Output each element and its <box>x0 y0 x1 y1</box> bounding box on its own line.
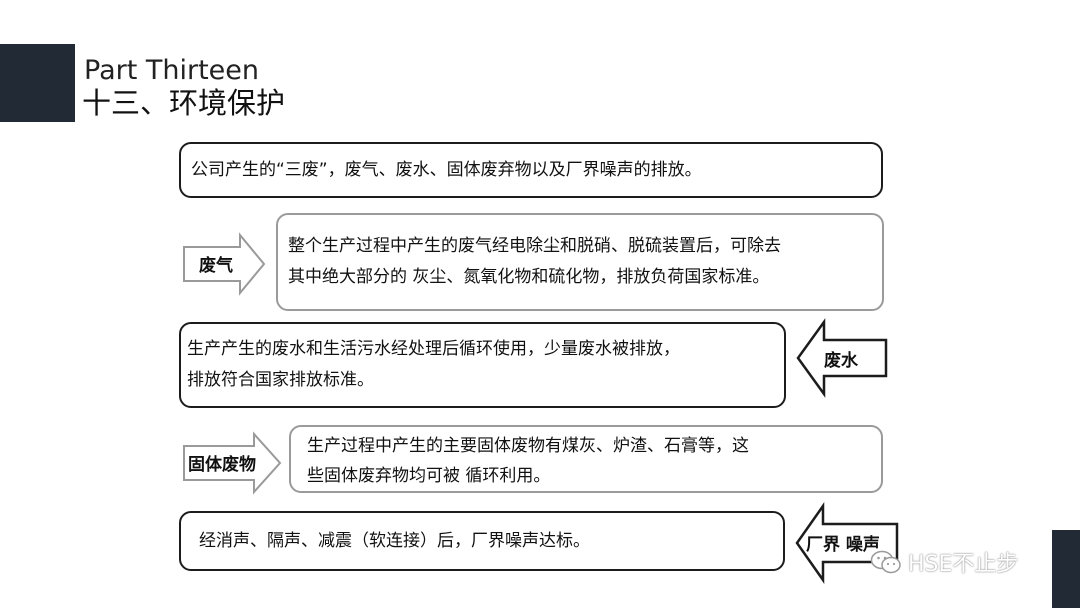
solid-waste-line-1: 生产过程中产生的主要固体废物有煤灰、炉渣、石膏等，这 <box>307 436 749 456</box>
waste-water-box: 生产产生的废水和生活污水经处理后循环使用，少量废水被排放， 排放符合国家排放标准… <box>179 322 786 408</box>
watermark: HSE不止步 <box>870 546 1018 578</box>
waste-gas-line-2: 其中绝大部分的 灰尘、氮氧化物和硫化物，排放负荷国家标准。 <box>288 267 770 287</box>
solid-waste-box: 生产过程中产生的主要固体废物有煤灰、炉渣、石膏等，这 些固体废弃物均可被 循环利… <box>289 425 883 493</box>
waste-water-line-1: 生产产生的废水和生活污水经处理后循环使用，少量废水被排放， <box>187 339 680 359</box>
label-waste-gas: 废气 <box>199 256 233 276</box>
noise-box: 经消声、隔声、减震（软连接）后，厂界噪声达标。 <box>179 511 785 571</box>
arrow-left-icon: 废水 <box>796 318 888 398</box>
intro-box: 公司产生的“三废”，废气、废水、固体废弃物以及厂界噪声的排放。 <box>179 142 883 198</box>
title-english: Part Thirteen <box>84 55 260 86</box>
label-noise: 厂界 噪声 <box>806 535 880 555</box>
waste-gas-box: 整个生产过程中产生的废气经电除尘和脱硝、脱硫装置后，可除去 其中绝大部分的 灰尘… <box>276 213 884 311</box>
arrow-right-icon: 废气 <box>182 232 266 296</box>
corner-decoration-bottom-right <box>1052 530 1080 608</box>
arrow-right-icon: 固体废物 <box>182 431 282 495</box>
corner-decoration <box>0 44 75 122</box>
noise-line-1: 经消声、隔声、减震（软连接）后，厂界噪声达标。 <box>199 531 590 551</box>
wechat-icon <box>870 550 901 574</box>
intro-text: 公司产生的“三废”，废气、废水、固体废弃物以及厂界噪声的排放。 <box>191 160 702 180</box>
waste-gas-line-1: 整个生产过程中产生的废气经电除尘和脱硝、脱硫装置后，可除去 <box>288 236 781 256</box>
watermark-text: HSE不止步 <box>908 552 1019 577</box>
title-chinese: 十三、环境保护 <box>82 86 286 120</box>
label-waste-water: 废水 <box>824 351 858 371</box>
label-solid-waste: 固体废物 <box>188 455 256 475</box>
waste-water-line-2: 排放符合国家排放标准。 <box>187 370 374 390</box>
solid-waste-line-2: 些固体废弃物均可被 循环利用。 <box>307 466 551 486</box>
